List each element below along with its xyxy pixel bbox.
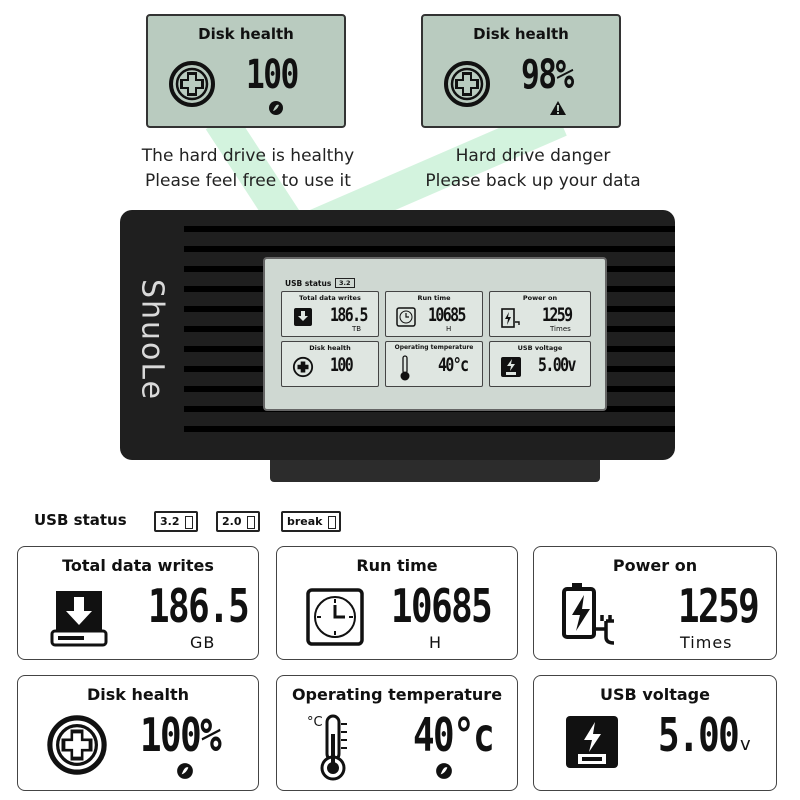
voltage-unit: v [740, 734, 752, 755]
lcd-usb-status-chip: 3.2 [335, 278, 355, 288]
leaf-status-icon [177, 763, 193, 779]
clock-icon [396, 307, 416, 327]
usb-voltage-card: USB voltage 5.00 v [533, 675, 777, 791]
healthy-title: Disk health [198, 25, 294, 43]
writes-unit: GB [190, 633, 216, 652]
health-cross-icon [169, 61, 215, 107]
runtime-unit: H [429, 633, 443, 652]
lcd-writes-tile: Total data writes 186.5 TB [281, 291, 379, 337]
power-unit: Times [680, 633, 733, 652]
health-cross-icon [47, 715, 107, 775]
writes-value: 186.5 [148, 579, 250, 633]
power-value: 1259 [678, 579, 760, 633]
lcd-power-tile: Power on 1259 Times [489, 291, 591, 337]
power-on-card: Power on 1259 Times [533, 546, 777, 660]
sata-connector [270, 458, 600, 482]
health-cross-icon [444, 61, 490, 107]
svg-text:°C: °C [307, 715, 323, 730]
battery-plug-icon [562, 583, 615, 645]
lcd-runtime-tile: Run time 10685 H [385, 291, 483, 337]
disk-health-card: Disk health 100% [17, 675, 259, 791]
danger-value: 98% [521, 52, 574, 98]
usb-status-label: USB status [34, 511, 127, 529]
usb-chip-3-2: 3.2 [154, 511, 198, 532]
total-data-writes-card: Total data writes 186.5 GB [17, 546, 259, 660]
health-cross-icon [292, 356, 314, 378]
device-lcd-screen: USB status 3.2 Total data writes 186.5 T… [263, 257, 607, 411]
usb-chip-2-0: 2.0 [216, 511, 260, 532]
battery-plug-icon [501, 308, 520, 328]
drive-download-icon [294, 308, 312, 326]
lcd-voltage-tile: USB voltage 5.00v [489, 341, 591, 387]
operating-temperature-card: Operating temperature °C 40°c [276, 675, 518, 791]
usb-voltage-icon [566, 716, 618, 768]
lcd-temp-tile: Operating temperature 40°c [385, 341, 483, 387]
usb-chip-break: break [281, 511, 341, 532]
leaf-status-icon [436, 763, 452, 779]
healthy-caption: The hard drive is healthy Please feel fr… [141, 146, 355, 191]
temp-value: 40°c [413, 708, 495, 762]
leaf-status-icon [269, 101, 283, 115]
drive-download-icon [50, 591, 108, 647]
healthy-value: 100 [246, 52, 299, 98]
clock-icon [306, 588, 364, 646]
run-time-card: Run time 10685 H [276, 546, 518, 660]
health-value: 100% [140, 708, 222, 762]
warning-icon [550, 101, 566, 115]
thermometer-icon [400, 355, 410, 381]
lcd-usb-status-label: USB status [285, 279, 332, 288]
lcd-health-tile: Disk health 100 [281, 341, 379, 387]
thermometer-icon: °C [307, 714, 347, 781]
runtime-value: 10685 [391, 579, 493, 633]
voltage-value: 5.00 [658, 708, 740, 762]
healthy-disk-screen: Disk health 100 [146, 14, 346, 128]
brand-logo: ShuoLe [134, 278, 170, 402]
danger-caption: Hard drive danger Please back up your da… [425, 146, 641, 191]
danger-disk-screen: Disk health 98% [421, 14, 621, 128]
usb-voltage-icon [501, 357, 521, 377]
danger-title: Disk health [473, 25, 569, 43]
